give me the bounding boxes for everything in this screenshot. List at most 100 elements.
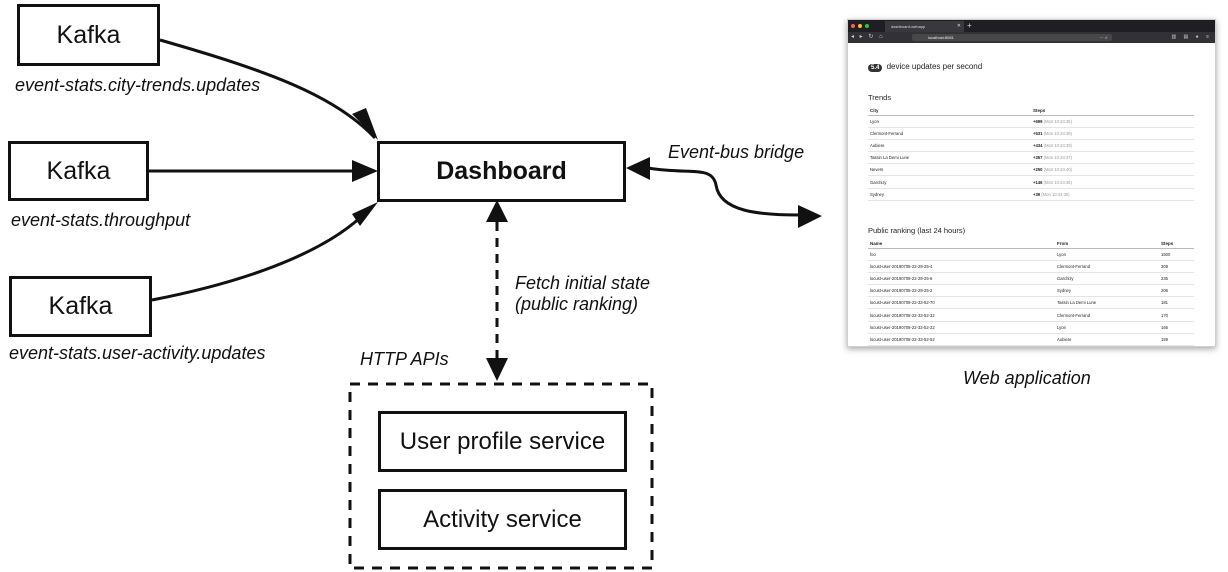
- topic-label-user-activity: event-stats.user-activity.updates: [9, 343, 266, 363]
- browser-tab[interactable]: dashboard-webapp ✕: [885, 21, 964, 32]
- from-cell: Garchizy: [1055, 272, 1159, 286]
- steps-value: +250: [1033, 167, 1043, 173]
- steps-cell: +146 (Mon 10:34:36): [1031, 175, 1194, 189]
- table-row: Sydney+39 (Mon 10:34:38): [868, 188, 1194, 201]
- from-cell: Clermont-Ferrand: [1055, 260, 1159, 274]
- from-cell: Lyon: [1055, 321, 1159, 334]
- kafka-label: Kafka: [56, 20, 121, 49]
- user-profile-service-box: User profile service: [378, 411, 627, 472]
- kafka-box-user-activity: Kafka: [9, 276, 152, 337]
- city-cell: Lyon: [868, 115, 1031, 129]
- kafka-label: Kafka: [48, 292, 113, 320]
- close-icon[interactable]: ✕: [956, 23, 961, 29]
- col-steps: Steps: [1159, 238, 1194, 249]
- steps-cell: 166: [1159, 321, 1194, 334]
- name-cell: locust-user-20190708-22-29-25-4: [868, 260, 1055, 274]
- new-tab-icon[interactable]: +: [967, 21, 972, 30]
- steps-cell: +39 (Mon 10:34:38): [1031, 188, 1194, 201]
- maximize-window-dot[interactable]: [865, 24, 869, 28]
- fetch-state-label-line2: (public ranking): [515, 294, 639, 314]
- dashboard-box: Dashboard: [377, 141, 626, 202]
- table-row: Garchizy+146 (Mon 10:34:36): [868, 175, 1194, 189]
- arrow-kafka3-to-dashboard: [151, 208, 370, 302]
- table-row: Aubiere+434 (Mon 10:34:39): [868, 139, 1194, 153]
- toolbar-icons[interactable]: ▥ ▤ ● ≡: [1171, 34, 1212, 40]
- from-cell: Aubiere: [1055, 333, 1159, 346]
- service-label: Activity service: [423, 505, 582, 533]
- name-cell: locust-user-20190708-22-29-25-2: [868, 284, 1055, 298]
- rate-line: 5.4 device updates per second: [868, 62, 982, 72]
- arrow-fetch-head-down: [486, 358, 508, 381]
- arrow-event-bus-bridge: [647, 166, 801, 217]
- tab-title: dashboard-webapp: [891, 24, 926, 29]
- steps-cell: +531 (Mon 10:34:39): [1031, 127, 1194, 141]
- steps-value: +357: [1033, 155, 1043, 161]
- name-cell: locust-user-20190708-22-33-52-70: [868, 296, 1055, 310]
- arrow-kafka1-head: [352, 108, 378, 140]
- timestamp: (Mon 10:34:39): [1043, 143, 1073, 149]
- kafka-box-throughput: Kafka: [8, 141, 149, 201]
- trends-title: Trends: [868, 93, 892, 102]
- city-cell: Clermont-Ferrand: [868, 127, 1031, 141]
- timestamp: (Mon 10:34:38): [1041, 191, 1070, 197]
- minimize-window-dot[interactable]: [858, 24, 862, 28]
- from-cell: Tassin La Demi Lune: [1055, 296, 1159, 310]
- name-cell: locust-user-20190708-22-29-25-6: [868, 272, 1055, 286]
- timestamp: (Mon 10:34:36): [1043, 179, 1073, 185]
- steps-cell: 235: [1159, 272, 1194, 286]
- timestamp: (Mon 10:34:40): [1043, 167, 1073, 173]
- arrow-fetch-head-up: [486, 200, 508, 222]
- browser-tab-bar: dashboard-webapp ✕ +: [848, 20, 1215, 32]
- from-cell: Clermont-Ferrand: [1055, 308, 1159, 322]
- steps-cell: 159: [1159, 333, 1194, 346]
- arrow-kafka2-head: [352, 160, 378, 182]
- steps-cell: +699 (Mon 10:34:36): [1031, 115, 1194, 129]
- timestamp: (Mon 10:34:36): [1043, 119, 1073, 125]
- timestamp: (Mon 10:34:37): [1043, 155, 1073, 161]
- steps-cell: +357 (Mon 10:34:37): [1031, 151, 1194, 165]
- from-cell: Sydney: [1055, 284, 1159, 298]
- web-app-screenshot: dashboard-webapp ✕ + ◂ ▸ ↻ ⌂ localhost:8…: [847, 19, 1216, 347]
- kafka-label: Kafka: [46, 156, 111, 185]
- close-window-dot[interactable]: [851, 24, 855, 28]
- http-apis-label: HTTP APIs: [360, 349, 449, 369]
- table-row: Clermont-Ferrand+531 (Mon 10:34:39): [868, 127, 1194, 141]
- steps-cell: 206: [1159, 284, 1194, 298]
- page-actions-icon[interactable]: ··· ☆: [1099, 35, 1108, 40]
- event-bus-label: Event-bus bridge: [668, 142, 805, 162]
- city-cell: Sydney: [868, 188, 1031, 201]
- topic-label-city-trends: event-stats.city-trends.updates: [15, 75, 261, 95]
- col-steps: Steps: [1031, 105, 1194, 116]
- col-name: Name: [868, 238, 1055, 249]
- timestamp: (Mon 10:34:39): [1043, 131, 1073, 137]
- col-city: City: [868, 105, 1031, 116]
- steps-cell: +434 (Mon 10:34:39): [1031, 139, 1194, 153]
- from-cell: Lyon: [1055, 248, 1159, 262]
- arrow-event-bus-head-right: [798, 205, 822, 228]
- steps-cell: 1500: [1159, 248, 1194, 262]
- web-application-label: Web application: [963, 368, 1091, 388]
- table-row: Lyon+699 (Mon 10:34:36): [868, 115, 1194, 129]
- dashboard-label: Dashboard: [436, 157, 567, 185]
- fetch-state-label-line1: Fetch initial state: [515, 273, 651, 293]
- col-from: From: [1055, 238, 1159, 249]
- topic-label-throughput: event-stats.throughput: [11, 210, 191, 230]
- name-cell: foo: [868, 248, 1055, 262]
- url-field[interactable]: localhost:8081 ··· ☆: [912, 34, 1112, 41]
- table-row: Nevers+250 (Mon 10:34:40): [868, 163, 1194, 177]
- nav-buttons-icon[interactable]: ◂ ▸ ↻ ⌂: [851, 34, 885, 40]
- steps-value: +146: [1033, 179, 1043, 185]
- rate-text: device updates per second: [886, 62, 983, 71]
- steps-value: +434: [1033, 143, 1043, 149]
- http-apis-group: [348, 382, 654, 570]
- steps-value: +531: [1033, 131, 1043, 137]
- steps-cell: 181: [1159, 296, 1194, 310]
